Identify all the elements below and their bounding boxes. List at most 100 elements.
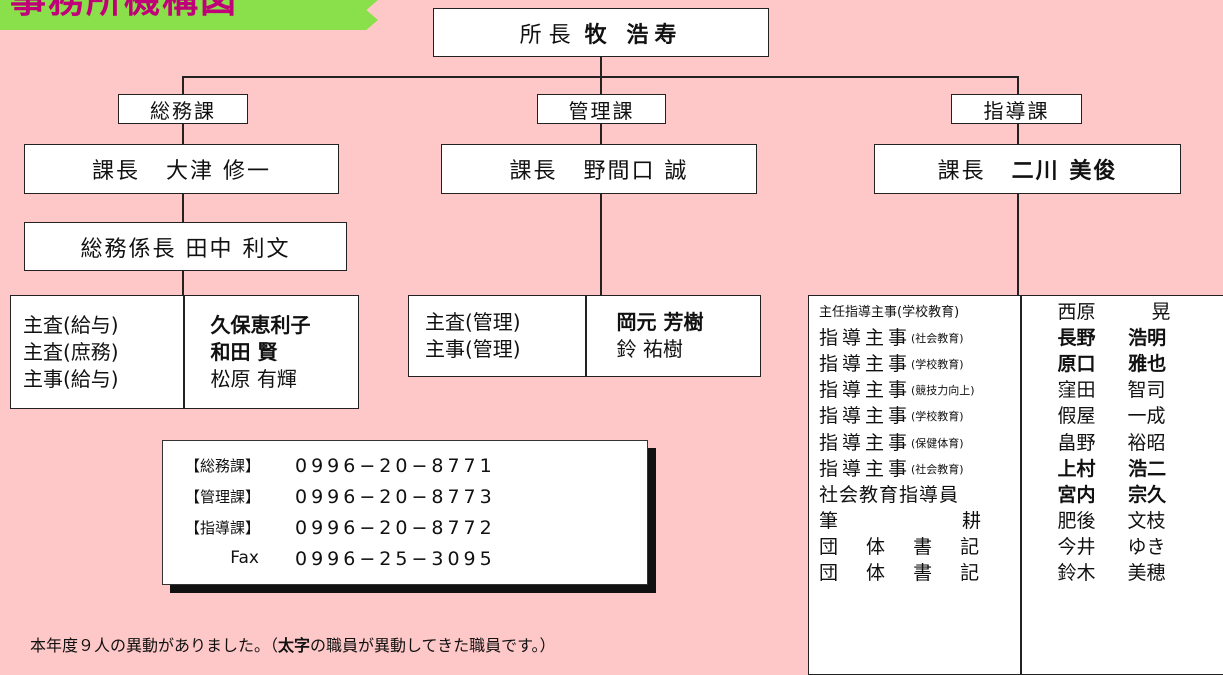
guidance-staff-connector <box>1017 194 1019 295</box>
guidance-chief-name: 二川 美俊 <box>1012 153 1118 185</box>
staff-role: 社会教育指導員 <box>819 482 959 509</box>
staff-role: 主査(庶務) <box>23 339 183 366</box>
staff-name: 今井 ゆき <box>1058 534 1166 561</box>
staff-name: 鈴木 美穂 <box>1058 560 1166 587</box>
staff-name: 松原 有輝 <box>211 366 333 393</box>
phone-label: 【管理課】 <box>185 486 295 508</box>
staff-role-row: 指導主事(競技力向上) <box>819 378 1020 404</box>
staff-role-sub: (保健体育) <box>911 430 964 457</box>
staff-role-row: 筆 耕 <box>819 509 1020 535</box>
director-role: 所 長 <box>520 17 571 49</box>
management-chief-connector <box>600 124 602 144</box>
staff-name: 西原 晃 <box>1058 299 1171 326</box>
staff-role: 団 体 書 記 <box>819 534 979 561</box>
dept-management: 管理課 <box>537 94 666 124</box>
director-connector <box>600 57 602 77</box>
phone-row: 【指導課】 0996−20−8772 <box>185 517 496 539</box>
general-subchief-label: 総務係長 田中 利文 <box>81 231 291 263</box>
staff-name-row: 鈴木 美穂 <box>1058 561 1223 587</box>
phone-label: 【指導課】 <box>185 517 295 539</box>
phone-number: 0996−20−8771 <box>295 455 496 477</box>
staff-role-sub: (学校教育) <box>911 403 964 430</box>
staff-name: 久保恵利子 <box>211 312 333 339</box>
staff-name: 肥後 文枝 <box>1058 508 1166 535</box>
guidance-staff-roles: 主任指導主事(学校教育) 指導主事(社会教育) 指導主事(学校教育) 指導主事(… <box>809 296 1020 674</box>
staff-name-row: 假屋 一成 <box>1058 404 1223 430</box>
general-chief-name: 大津 修一 <box>166 153 271 185</box>
general-staff-connector <box>182 271 184 295</box>
director-name: 牧 浩寿 <box>585 17 683 49</box>
note-text-bold: 太字 <box>278 636 310 655</box>
guidance-staff-box: 主任指導主事(学校教育) 指導主事(社会教育) 指導主事(学校教育) 指導主事(… <box>808 295 1223 675</box>
management-staff-names: 岡元 芳樹 鈴 祐樹 <box>587 296 761 376</box>
staff-role: 主査(管理) <box>425 309 585 336</box>
general-staff-roles: 主査(給与) 主査(庶務) 主事(給与) <box>11 296 183 408</box>
staff-name-row: 西原 晃 <box>1058 299 1223 325</box>
phone-row: 【総務課】 0996−20−8771 <box>185 455 496 477</box>
phone-row: 【管理課】 0996−20−8773 <box>185 486 496 508</box>
staff-role-sub: (学校教育) <box>911 351 964 378</box>
staff-name: 窪田 智司 <box>1058 377 1166 404</box>
staff-name-row: 長野 浩明 <box>1058 325 1223 351</box>
staff-name-row: 上村 浩二 <box>1058 456 1223 482</box>
guidance-staff-names: 西原 晃 長野 浩明 原口 雅也 窪田 智司 假屋 一成 畠野 裕昭 上村 浩二… <box>1022 296 1223 674</box>
general-chief-role: 課長 <box>92 153 140 185</box>
staff-role-row: 主任指導主事(学校教育) <box>819 299 1020 325</box>
staff-name-row: 宮内 宗久 <box>1058 482 1223 508</box>
staff-name-row: 原口 雅也 <box>1058 351 1223 377</box>
staff-role-row: 団 体 書 記 <box>819 561 1020 587</box>
staff-role-sub: (社会教育) <box>911 456 964 483</box>
general-staff-names: 久保恵利子 和田 賢 松原 有輝 <box>185 296 359 408</box>
staff-name: 假屋 一成 <box>1058 403 1166 430</box>
guidance-chief-connector <box>1017 124 1019 144</box>
staff-name-row: 今井 ゆき <box>1058 535 1223 561</box>
dept-management-label: 管理課 <box>569 95 635 124</box>
staff-name: 上村 浩二 <box>1058 456 1167 483</box>
staff-role-row: 社会教育指導員 <box>819 482 1020 508</box>
dept-guidance-label: 指導課 <box>984 95 1050 124</box>
general-subchief-connector <box>182 194 184 222</box>
staff-name-row: 肥後 文枝 <box>1058 509 1223 535</box>
phone-row: Fax 0996−25−3095 <box>185 548 496 570</box>
staff-name: 鈴 祐樹 <box>617 336 761 363</box>
guidance-chief: 課長 二川 美俊 <box>874 144 1181 194</box>
staff-role: 指導主事 <box>819 325 911 352</box>
staff-role: 指導主事 <box>819 351 911 378</box>
staff-name-row: 畠野 裕昭 <box>1058 430 1223 456</box>
staff-role: 指導主事 <box>819 377 911 404</box>
transfer-note: 本年度９人の異動がありました。（太字の職員が異動してきた職員です。） <box>30 632 555 656</box>
staff-role-row: 指導主事(社会教育) <box>819 456 1020 482</box>
staff-name-row: 窪田 智司 <box>1058 378 1223 404</box>
page-title: 事務所機構図 <box>10 0 238 22</box>
staff-role-sub: (競技力向上) <box>911 377 975 404</box>
guidance-chief-role: 課長 <box>938 153 986 185</box>
staff-name: 長野 浩明 <box>1058 325 1167 352</box>
management-connector <box>600 76 602 94</box>
staff-role: 団 体 書 記 <box>819 560 979 587</box>
dept-general: 総務課 <box>118 94 248 124</box>
management-chief-role: 課長 <box>509 153 557 185</box>
general-chief-connector <box>182 124 184 144</box>
phone-number: 0996−20−8772 <box>295 517 496 539</box>
staff-role: 指導主事 <box>819 430 911 457</box>
staff-name: 畠野 裕昭 <box>1058 430 1166 457</box>
staff-role-row: 指導主事(保健体育) <box>819 430 1020 456</box>
staff-role-row: 指導主事(学校教育) <box>819 351 1020 377</box>
staff-role: 主事(給与) <box>23 366 183 393</box>
staff-role: 主事(管理) <box>425 336 585 363</box>
staff-name: 和田 賢 <box>211 339 333 366</box>
staff-role: 指導主事 <box>819 403 911 430</box>
note-text-after: の職員が異動してきた職員です。） <box>310 636 555 655</box>
note-text-before: 本年度９人の異動がありました。（ <box>30 636 278 655</box>
staff-name: 原口 雅也 <box>1058 351 1167 378</box>
general-subchief: 総務係長 田中 利文 <box>24 222 347 271</box>
staff-name: 宮内 宗久 <box>1058 482 1167 509</box>
phone-number: 0996−20−8773 <box>295 486 496 508</box>
staff-role-row: 団 体 書 記 <box>819 535 1020 561</box>
staff-role-row: 指導主事(学校教育) <box>819 404 1020 430</box>
management-staff-box: 主査(管理) 主事(管理) 岡元 芳樹 鈴 祐樹 <box>408 295 761 377</box>
phone-number: 0996−25−3095 <box>295 548 496 570</box>
staff-role: 主任指導主事(学校教育) <box>819 299 959 326</box>
phone-directory: 【総務課】 0996−20−8771 【管理課】 0996−20−8773 【指… <box>162 440 648 585</box>
phone-label: Fax <box>185 548 295 570</box>
